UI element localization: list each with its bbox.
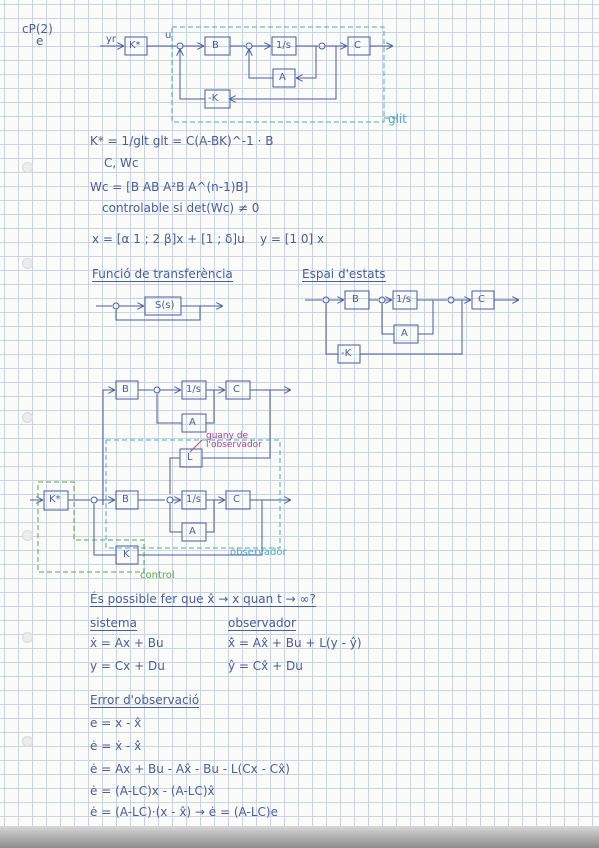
d3-kstar-label: K* [49,494,61,505]
observer-question: És possible fer que x̂ → x quan t → ∞? [90,592,316,607]
observer-gain-annotation: guany de l'observador [206,431,262,450]
page-edge-shadow [0,826,599,848]
integrator-block-label: 1/s [276,40,291,51]
error-eq1: e = x - x̂ [90,716,142,730]
observer-title: observador [228,616,296,631]
state-c-label: C [478,294,485,305]
d3-l-label: L [187,452,193,463]
wc-definition: Wc = [B AB A²B A^(n-1)B] [90,180,249,194]
sum-sign-label: u [165,30,172,41]
controllability-condition: controlable si det(Wc) ≠ 0 [102,201,260,215]
system-eq1: ẋ = Ax + Bu [90,636,164,650]
kstar-formula: K* = 1/glt glt = C(A-BK)^-1 · B [90,134,274,148]
output-equation: y = [1 0] x [260,232,325,246]
diagram1-k-feedback [230,46,337,99]
diagram1-k-return [180,50,205,100]
observer-annotation: observador [230,547,287,558]
punch-hole [22,530,33,541]
state-a-label: A [401,328,408,339]
d3-integrator-top-label: 1/s [186,384,201,395]
diagram1-sum-node [176,42,184,50]
punch-hole [22,736,33,747]
diagram1-sum-node [245,42,253,50]
state-section-title: Espai d'estats [302,267,386,282]
glit-label: glit [388,112,407,126]
kstar-block-label: K* [129,40,141,51]
error-title: Error d'observació [90,693,200,708]
transfer-block-label: S(s) [155,300,175,311]
controllability-note: C, Wc [104,156,139,170]
state-equation: x = [α 1 ; 2 β]x + [1 ; δ]u [92,232,245,246]
d3-a-top-label: A [189,417,196,428]
state-integrator-label: 1/s [396,294,411,305]
d3-integrator-bottom-label: 1/s [186,494,201,505]
d3-a-bottom-label: A [189,526,196,537]
error-eq2: ė = ẋ - x̂̇ [90,739,142,753]
error-eq5: ė = (A-LC)·(x - x̂) → ė = (A-LC)e [90,805,278,819]
punch-hole [22,258,33,269]
diagram1-node [318,42,326,50]
d3-k-label: K [123,549,130,560]
d3-b-bottom-label: B [122,494,129,505]
observer-gain-pointer [189,439,203,453]
course-marker: e [36,34,44,48]
d3-c-bottom-label: C [233,494,240,505]
control-annotation: control [140,570,175,581]
negk-block-label: -K [208,93,219,104]
system-title: sistema [90,616,137,631]
d3-c-top-label: C [233,384,240,395]
system-eq2: y = Cx + Du [90,659,165,673]
punch-hole [22,632,33,643]
input-label: yr [106,34,117,45]
state-b-label: B [352,294,359,305]
punch-hole [22,412,33,423]
d3-b-top-label: B [122,384,129,395]
state-negk-label: -K [341,348,352,359]
a-block-label: A [279,72,286,83]
punch-hole [22,162,33,173]
observer-eq1: x̂̇ = Ax̂ + Bu + L(y - ŷ) [228,636,362,650]
diagram1-a-return [249,50,273,79]
control-box [37,481,145,573]
transfer-section-title: Funció de transferència [92,267,233,282]
observer-box [105,439,281,549]
b-block-label: B [212,40,219,51]
error-eq3: ė = Ax + Bu - Ax̂ - Bu - L(Cx - Cx̂) [90,762,290,776]
observer-eq2: ŷ = Cx̂ + Du [228,659,303,673]
c-block-label: C [354,40,361,51]
glit-group-box [171,26,385,123]
diagram1-a-feedback [297,46,317,78]
course-code: cP(2) [22,22,53,36]
error-eq4: ė = (A-LC)x - (A-LC)x̂ [90,784,215,798]
